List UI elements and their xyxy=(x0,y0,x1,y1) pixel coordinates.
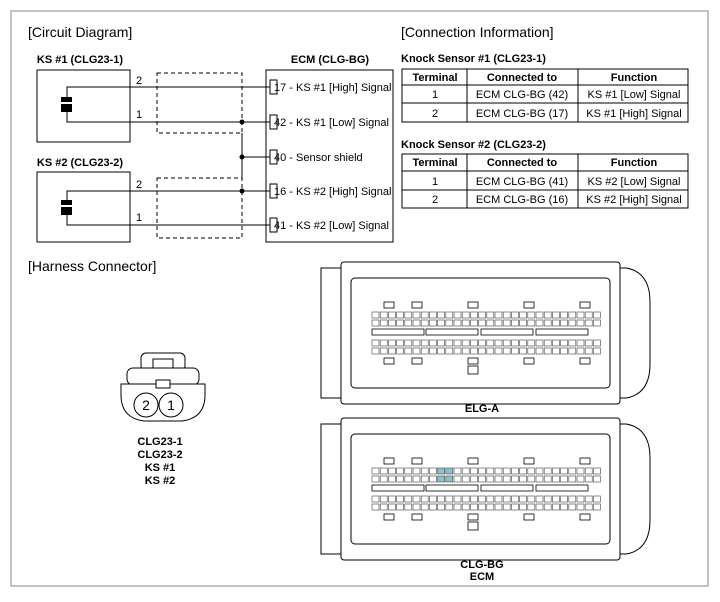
table1-title: Knock Sensor #1 (CLG23-1) xyxy=(401,53,546,65)
sensor-label-clg23-2: CLG23-2 xyxy=(137,449,182,461)
table2-header-function: Function xyxy=(611,157,658,169)
ecm-box xyxy=(265,69,394,243)
table2-header-connected: Connected to xyxy=(487,157,558,169)
ks1-pin1-label: 1 xyxy=(136,109,142,121)
circuit-diagram-heading: [Circuit Diagram] xyxy=(28,24,132,40)
table2-r1-function: KS #2 [Low] Signal xyxy=(588,176,681,188)
ecm-title: ECM (CLG-BG) xyxy=(291,54,370,66)
ks1-shield-outline xyxy=(156,72,243,134)
table2-r2-connected: ECM CLG-BG (16) xyxy=(476,194,568,206)
table2-r2-function: KS #2 [High] Signal xyxy=(586,194,681,206)
ks1-box xyxy=(36,69,131,143)
ks1-connection-table: Knock Sensor #1 (CLG23-1) Terminal Conne… xyxy=(401,53,689,123)
ks1-title: KS #1 (CLG23-1) xyxy=(37,54,124,66)
ecm-pin-list: 17 - KS #1 [High] Signal 42 - KS #1 [Low… xyxy=(269,79,391,233)
ks2-pin1-label: 1 xyxy=(136,212,142,224)
ecm-pin-42-label: 42 - KS #1 [Low] Signal xyxy=(274,117,389,129)
wire-junction-dots xyxy=(239,119,245,194)
ecm-pin-41-label: 41 - KS #2 [Low] Signal xyxy=(274,220,389,232)
sensor-label-clg23-1: CLG23-1 xyxy=(137,436,182,448)
table2-header-terminal: Terminal xyxy=(412,157,457,169)
clg-bg-label: CLG-BG xyxy=(460,559,503,571)
ks1-sensor-icon xyxy=(61,86,136,123)
connector-pin-grid xyxy=(371,311,601,355)
connector-key-slots xyxy=(371,457,591,531)
page-frame xyxy=(10,10,709,587)
connector-pin-grid xyxy=(371,467,601,511)
table1-r2-function: KS #1 [High] Signal xyxy=(586,108,681,120)
ecm-pin-40-label: 40 - Sensor shield xyxy=(274,152,363,164)
ecm-pin-16-label: 16 - KS #2 [High] Signal xyxy=(274,186,391,198)
table1-r1-connected: ECM CLG-BG (42) xyxy=(476,89,568,101)
ks2-box xyxy=(36,171,131,243)
ecm-label: ECM xyxy=(470,571,494,583)
table1-r1-terminal: 1 xyxy=(432,89,438,101)
table2-r1-terminal: 1 xyxy=(432,176,438,188)
sensor-label-ks2: KS #2 xyxy=(145,475,176,487)
sensor-pin1-label: 1 xyxy=(167,397,175,413)
table1-header-connected: Connected to xyxy=(487,72,558,84)
elg-a-connector xyxy=(320,261,651,405)
connection-info-heading: [Connection Information] xyxy=(401,24,554,40)
table2-title: Knock Sensor #2 (CLG23-2) xyxy=(401,139,546,151)
sensor-label-ks1: KS #1 xyxy=(145,462,176,474)
clg-bg-connector xyxy=(320,417,651,561)
sensor-pin2-label: 2 xyxy=(142,397,150,413)
ks2-pin2-label: 2 xyxy=(136,179,142,191)
ks2-shield-outline xyxy=(156,177,243,239)
table1-r1-function: KS #1 [Low] Signal xyxy=(588,89,681,101)
circuit-wires xyxy=(136,86,271,226)
harness-connector-heading: [Harness Connector] xyxy=(28,258,156,274)
ecm-pin-17-label: 17 - KS #1 [High] Signal xyxy=(274,82,391,94)
connector-key-slots xyxy=(371,301,591,375)
ks2-sensor-icon xyxy=(61,190,136,226)
table2-r1-connected: ECM CLG-BG (41) xyxy=(476,176,568,188)
table1-header-function: Function xyxy=(611,72,658,84)
table1-r2-terminal: 2 xyxy=(432,108,438,120)
ks2-connection-table: Knock Sensor #2 (CLG23-2) Terminal Conne… xyxy=(401,139,689,209)
ks1-pin2-label: 2 xyxy=(136,75,142,87)
table2-r2-terminal: 2 xyxy=(432,194,438,206)
table1-header-terminal: Terminal xyxy=(412,72,457,84)
ks2-title: KS #2 (CLG23-2) xyxy=(37,157,124,169)
sensor-connector-face xyxy=(120,352,206,422)
elg-a-label: ELG-A xyxy=(465,403,499,415)
table1-r2-connected: ECM CLG-BG (17) xyxy=(476,108,568,120)
